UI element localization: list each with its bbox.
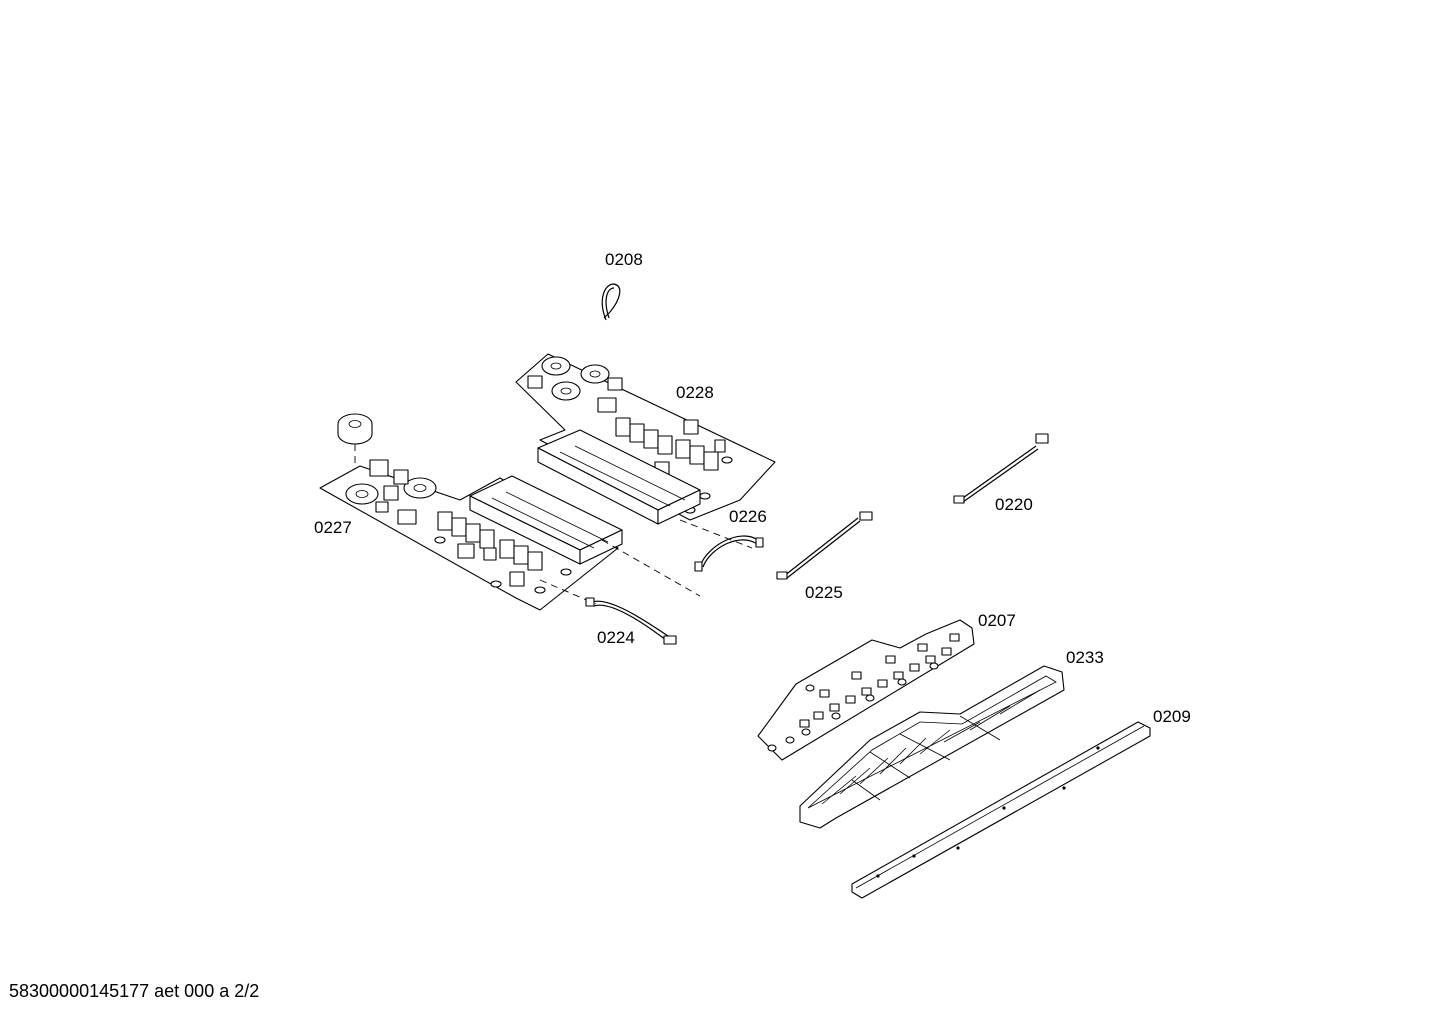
part-0225-cable	[776, 511, 873, 580]
part-0227-power-board	[319, 413, 753, 611]
label-0224: 0224	[597, 628, 635, 647]
part-0233-frame	[799, 665, 1065, 829]
label-0220: 0220	[995, 495, 1033, 514]
part-0228-power-board	[515, 353, 776, 525]
label-0228: 0228	[676, 383, 714, 402]
label-0209: 0209	[1153, 707, 1191, 726]
part-0224-cable	[585, 597, 677, 645]
label-0233: 0233	[1066, 648, 1104, 667]
document-footer-code: 58300000145177 aet 000 a 2/2	[9, 981, 260, 1001]
part-0209-rail	[851, 721, 1151, 899]
part-0220-cable	[953, 433, 1049, 504]
label-0227: 0227	[314, 518, 352, 537]
part-0207-control-board	[757, 619, 975, 761]
label-0208: 0208	[605, 250, 643, 269]
label-0207: 0207	[978, 611, 1016, 630]
label-0225: 0225	[805, 583, 843, 602]
part-0226-cable	[694, 535, 764, 572]
label-0226: 0226	[729, 507, 767, 526]
part-0208-cable-tie	[601, 283, 621, 321]
